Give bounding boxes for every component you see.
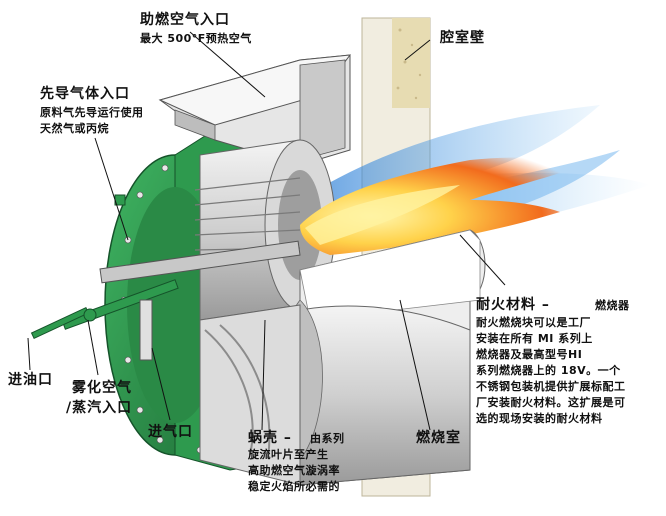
burner-gun: [30, 194, 301, 361]
label-gas-inlet: 进气口: [148, 424, 193, 440]
label-combustion-chamber: 燃烧室: [416, 430, 461, 446]
label-atomizing-air-1: 雾化空气: [72, 380, 132, 396]
label-volute-note-2: 高助燃空气漩涡率: [248, 464, 340, 477]
label-refractory-line-1: 耐火燃烧块可以是工厂: [476, 316, 591, 329]
label-pilot-gas-note-1: 原料气先导运行使用: [40, 106, 144, 119]
label-refractory-line-7: 选的现场安装的耐火材料: [476, 412, 603, 425]
label-refractory: 耐火材料 –: [476, 297, 550, 313]
leader-lines: [27, 31, 506, 431]
label-volute-note-1: 旋流叶片至产生: [248, 448, 329, 461]
label-volute-note-3: 稳定火焰所必需的: [248, 480, 340, 493]
label-refractory-line-3: 燃烧器及最高型号HI: [476, 348, 583, 361]
label-refractory-line-2: 安装在所有 MI 系列上: [476, 332, 593, 345]
label-refractory-line-5: 不锈钢包装机提供扩展标配工: [476, 380, 626, 393]
air-inlet-duct: [158, 54, 352, 166]
flame-core: [300, 157, 585, 255]
label-refractory-note-0: 燃烧器: [595, 299, 630, 312]
label-pilot-gas-inlet: 先导气体入口: [40, 86, 130, 102]
label-combustion-air-inlet: 助燃空气入口: [140, 12, 230, 28]
label-combustion-air-inlet-note: 最大 500°F预热空气: [140, 32, 252, 45]
volute-shape: [199, 304, 301, 486]
label-volute-note-0: 由系列: [310, 432, 345, 445]
refractory-block: [277, 229, 486, 486]
label-atomizing-air-2: /蒸汽入口: [66, 400, 133, 416]
label-refractory-line-6: 厂安装耐火材料。这扩展是可: [476, 396, 626, 409]
label-refractory-line-4: 系列燃烧器上的 18V。一个: [476, 364, 621, 377]
label-pilot-gas-note-2: 天然气或丙烷: [40, 122, 109, 135]
label-oil-inlet: 进油口: [8, 372, 53, 388]
label-volute: 蜗壳 –: [248, 430, 292, 446]
label-chamber-wall: 腔室壁: [440, 30, 485, 46]
